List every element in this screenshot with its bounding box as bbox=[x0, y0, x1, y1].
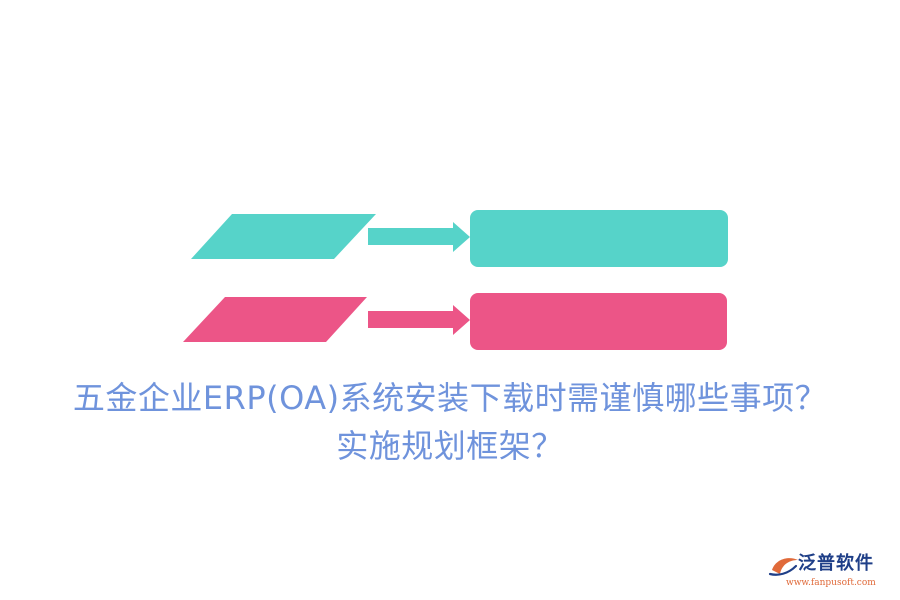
logo-url: www.fanpusoft.com bbox=[786, 578, 876, 588]
title-line-2: 实施规划框架？ bbox=[336, 427, 564, 465]
row-2-arrow bbox=[368, 305, 470, 335]
title-line-1: 五金企业ERP(OA)系统安装下载时需谨慎哪些事项？ bbox=[72, 379, 828, 417]
logo-name: 泛普软件 bbox=[798, 553, 874, 574]
row-1-parallelogram bbox=[191, 214, 376, 259]
row-2-box bbox=[470, 293, 727, 350]
page-title: 五金企业ERP(OA)系统安装下载时需谨慎哪些事项？ 实施规划框架？ bbox=[0, 374, 900, 470]
row-2-parallelogram bbox=[183, 297, 367, 342]
brand-logo: 泛普软件 www.fanpusoft.com bbox=[768, 552, 892, 592]
row-1-arrow bbox=[368, 222, 470, 252]
row-1-box bbox=[470, 210, 728, 267]
logo-mark-icon bbox=[768, 558, 798, 576]
